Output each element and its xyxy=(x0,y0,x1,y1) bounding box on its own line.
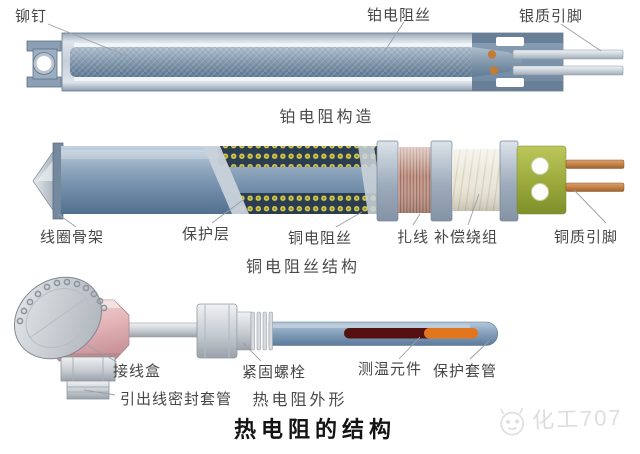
label-compensation-winding: 补偿绕组 xyxy=(434,229,499,246)
watermark: 化工707 xyxy=(495,396,623,440)
rivet-bracket xyxy=(26,40,62,88)
protective-sheath-probe xyxy=(268,321,498,346)
green-end-cap xyxy=(516,145,567,215)
lead-seal-fittings xyxy=(60,356,116,400)
rtd-exterior-illustration xyxy=(13,276,498,400)
label-junction-box: 接线盒 xyxy=(113,363,162,380)
shell-slots xyxy=(496,37,524,87)
label-protective-layer: 保护层 xyxy=(182,226,231,243)
label-protective-sheath: 保护套管 xyxy=(433,363,498,380)
temp-element-body xyxy=(344,328,436,339)
coil-skeleton-cone xyxy=(32,142,64,220)
label-temp-element: 测温元件 xyxy=(358,361,423,378)
label-rivet: 铆钉 xyxy=(15,8,48,25)
label-silver-pins: 银质引脚 xyxy=(519,8,584,25)
copper-lead-pins xyxy=(565,159,625,192)
figure-title: 热电阻的结构 xyxy=(233,417,396,442)
watermark-text: 化工707 xyxy=(531,404,624,433)
leader-lines-bottom xyxy=(83,336,490,396)
label-coil-skeleton: 线圈骨架 xyxy=(40,229,105,246)
compensation-winding-section xyxy=(452,140,519,222)
fastening-bolt xyxy=(128,303,273,359)
caption-platinum-rtd: 铂电阻构造 xyxy=(279,109,375,126)
label-fastening-bolt: 紧固螺栓 xyxy=(242,364,307,381)
copper-wire-winding xyxy=(203,146,388,214)
caption-copper-rtd: 铜电阻丝结构 xyxy=(245,259,360,276)
temp-element-tip xyxy=(424,328,478,339)
label-tie-wire: 扎线 xyxy=(397,229,430,246)
cap-chain xyxy=(16,278,108,325)
copper-rtd-illustration xyxy=(32,140,625,228)
tie-wire-section xyxy=(376,140,453,222)
platinum-rtd-illustration xyxy=(26,21,624,92)
platinum-wire-core xyxy=(70,47,522,77)
leader-lines-middle xyxy=(57,189,607,228)
watermark-face-icon xyxy=(499,407,525,436)
label-copper-pins: 铜质引脚 xyxy=(554,229,619,246)
caption-rtd-exterior: 热电阻外形 xyxy=(252,392,348,409)
label-lead-seal-sleeve: 引出线密封套管 xyxy=(120,391,233,408)
label-platinum-wire: 铂电阻丝 xyxy=(367,7,432,24)
label-copper-wire: 铜电阻丝 xyxy=(288,230,353,247)
leader-lines-top xyxy=(47,21,602,59)
silver-lead-pins xyxy=(487,49,624,76)
